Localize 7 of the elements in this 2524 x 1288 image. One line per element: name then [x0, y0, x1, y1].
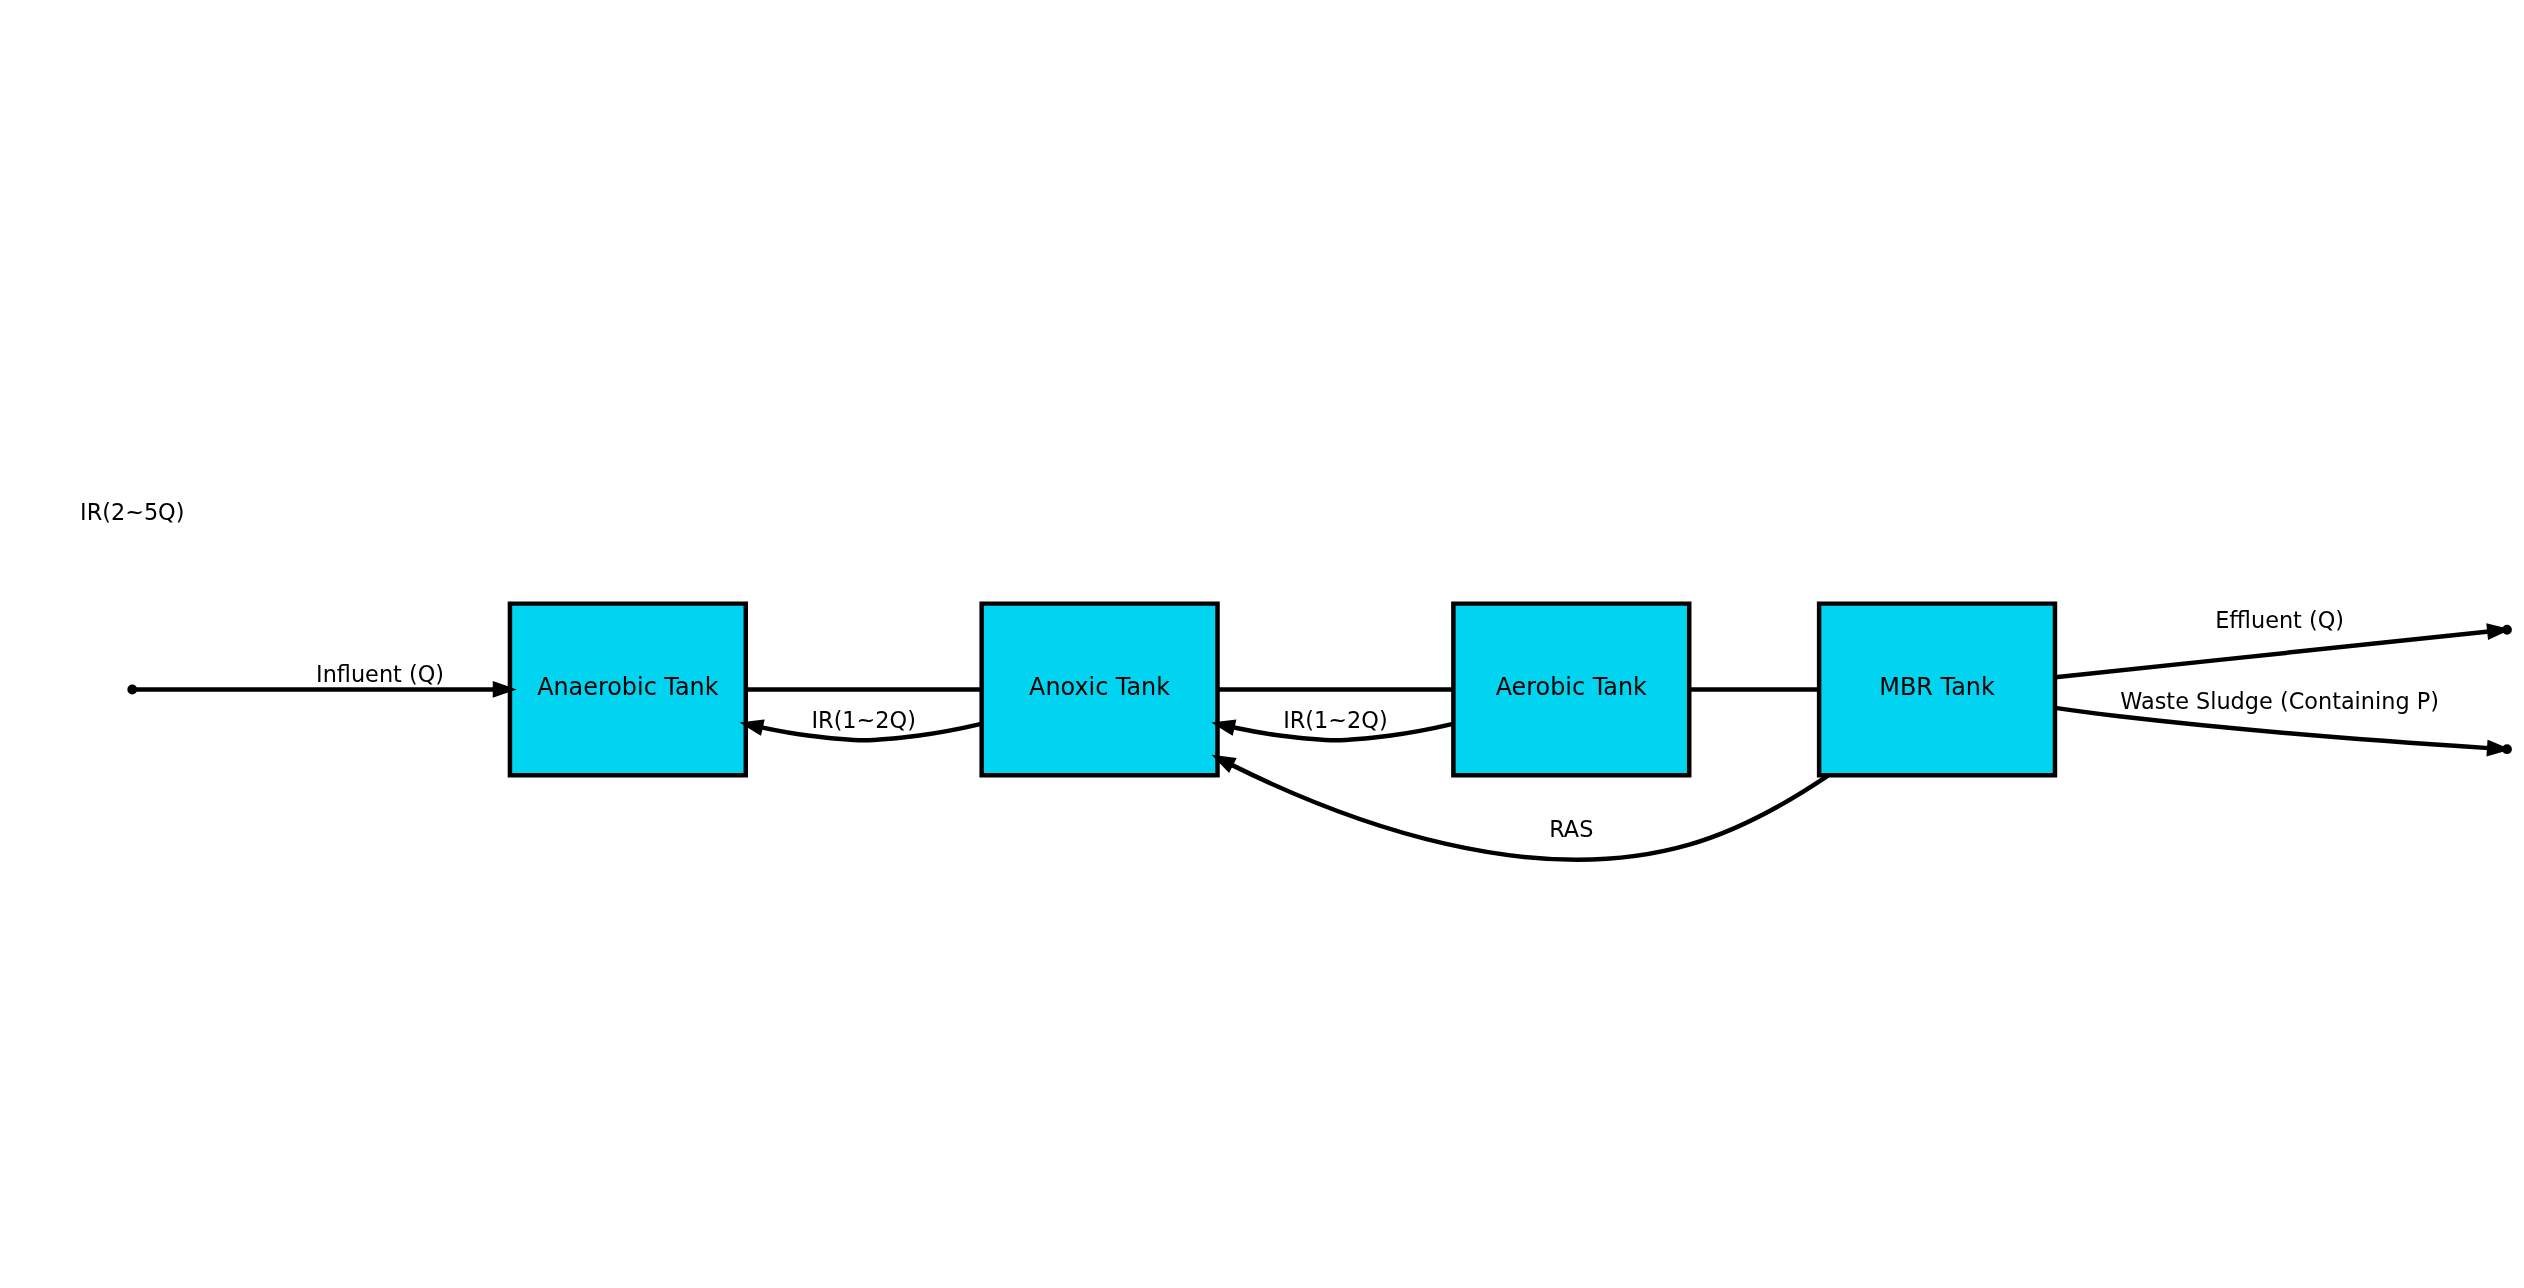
edge-label: Influent (Q)	[316, 660, 445, 687]
label: IR(2~5Q)	[80, 498, 185, 525]
edge-label: Waste Sludge (Containing P)	[2120, 687, 2439, 714]
edge-label: RAS	[1549, 815, 1594, 842]
edge-label: IR(1~2Q)	[1283, 706, 1388, 733]
edge-label: Effluent (Q)	[2215, 606, 2345, 633]
edge-label: IR(1~2Q)	[811, 706, 916, 733]
